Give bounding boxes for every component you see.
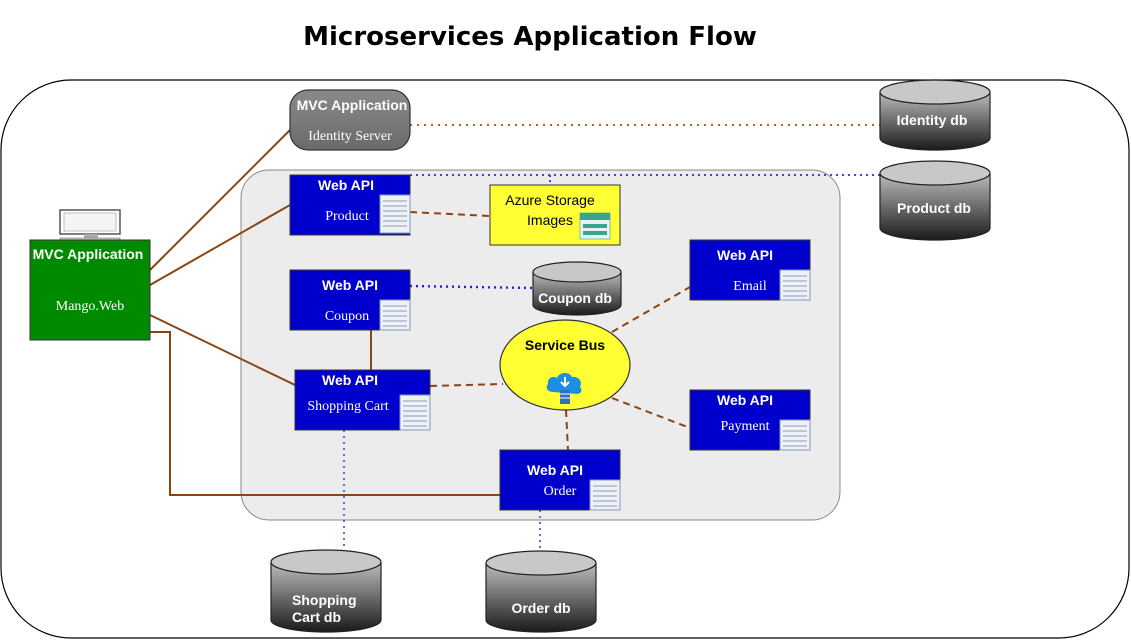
order-db-label: Order db bbox=[511, 600, 570, 616]
diagram-title: Microservices Application Flow bbox=[303, 22, 757, 52]
email-api-heading: Web API bbox=[717, 247, 773, 263]
payment-api-node[interactable]: Web API Payment bbox=[689, 389, 811, 451]
cart-to-bus-line bbox=[429, 383, 504, 387]
service-bus-ellipse bbox=[499, 319, 631, 411]
shopping-cart-db-top bbox=[270, 549, 382, 575]
shopping-cart-api-name: Shopping Cart bbox=[307, 399, 388, 414]
server-rack-icon bbox=[379, 194, 411, 234]
shopping-cart-db-node[interactable]: Shopping Cart db bbox=[270, 549, 382, 633]
product-api-heading: Web API bbox=[318, 177, 374, 193]
order-db-body bbox=[485, 563, 597, 633]
shopping-cart-db-body bbox=[270, 562, 382, 633]
bus-to-order-line bbox=[565, 409, 569, 451]
identity-server-box bbox=[289, 89, 411, 151]
identity-server-node[interactable]: MVC Application Identity Server bbox=[289, 89, 411, 151]
payment-api-heading: Web API bbox=[717, 392, 773, 408]
order-api-name: Order bbox=[544, 484, 577, 499]
shopping-cart-db-label-2: Cart db bbox=[292, 609, 341, 625]
product-db-label: Product db bbox=[897, 200, 971, 216]
product-db-body bbox=[879, 173, 991, 241]
order-db-node[interactable]: Order db bbox=[485, 550, 597, 633]
client-to-identity-line bbox=[149, 129, 291, 271]
product-api-name: Product bbox=[325, 209, 369, 224]
shopping-cart-db-label-1: Shopping bbox=[292, 592, 357, 608]
client-app-box bbox=[29, 239, 151, 341]
service-bus-label: Service Bus bbox=[525, 337, 605, 353]
identity-server-name: Identity Server bbox=[308, 129, 392, 144]
client-to-cart-line bbox=[149, 314, 296, 386]
server-rack-icon bbox=[379, 299, 411, 331]
client-to-order-line bbox=[150, 331, 500, 496]
client-app-node[interactable]: MVC Application Mango.Web bbox=[29, 209, 151, 341]
identity-db-label: Identity db bbox=[897, 112, 968, 128]
azure-storage-title: Azure Storage bbox=[505, 192, 595, 208]
monitor-icon bbox=[59, 209, 121, 243]
coupon-db-top bbox=[532, 261, 622, 283]
email-api-name: Email bbox=[733, 279, 767, 294]
azure-storage-node[interactable]: Azure Storage Images bbox=[489, 184, 621, 246]
bus-to-payment-line bbox=[611, 397, 691, 429]
identity-server-heading: MVC Application bbox=[297, 97, 408, 113]
coupon-db-body bbox=[532, 272, 622, 316]
server-rack-icon bbox=[399, 394, 431, 431]
client-app-name: Mango.Web bbox=[56, 299, 124, 314]
client-app-heading: MVC Application bbox=[33, 246, 144, 262]
product-to-storage-line bbox=[409, 211, 491, 217]
server-rack-icon bbox=[779, 269, 811, 301]
service-bus-node[interactable]: Service Bus bbox=[499, 319, 631, 411]
coupon-api-heading: Web API bbox=[322, 277, 378, 293]
product-api-node[interactable]: Web API Product bbox=[289, 174, 411, 236]
order-api-node[interactable]: Web API Order bbox=[499, 449, 621, 511]
identity-db-node[interactable]: Identity db bbox=[879, 79, 991, 151]
cloud-download-icon bbox=[546, 372, 582, 404]
shopping-cart-api-heading: Web API bbox=[322, 372, 378, 388]
order-db-top bbox=[485, 550, 597, 576]
bus-to-email-line bbox=[611, 286, 691, 333]
coupon-api-name: Coupon bbox=[325, 309, 369, 324]
storage-table-icon bbox=[579, 212, 611, 240]
email-api-node[interactable]: Web API Email bbox=[689, 239, 811, 301]
server-rack-icon bbox=[589, 479, 621, 511]
identity-db-top bbox=[879, 79, 991, 105]
shopping-cart-api-node[interactable]: Web API Shopping Cart bbox=[294, 369, 431, 431]
order-api-heading: Web API bbox=[527, 462, 583, 478]
coupon-db-label: Coupon db bbox=[538, 290, 612, 306]
server-rack-icon bbox=[779, 419, 811, 451]
product-db-top bbox=[879, 160, 991, 186]
coupon-db-node[interactable]: Coupon db bbox=[532, 261, 622, 316]
azure-storage-subtitle: Images bbox=[527, 212, 573, 228]
client-to-product-line bbox=[149, 204, 291, 286]
coupon-to-db-line bbox=[409, 284, 534, 290]
connectors bbox=[149, 124, 880, 552]
system-boundary bbox=[0, 79, 1130, 639]
payment-api-name: Payment bbox=[721, 419, 770, 434]
product-db-node[interactable]: Product db bbox=[879, 160, 991, 241]
coupon-api-node[interactable]: Web API Coupon bbox=[289, 269, 411, 331]
identity-db-body bbox=[879, 92, 991, 151]
